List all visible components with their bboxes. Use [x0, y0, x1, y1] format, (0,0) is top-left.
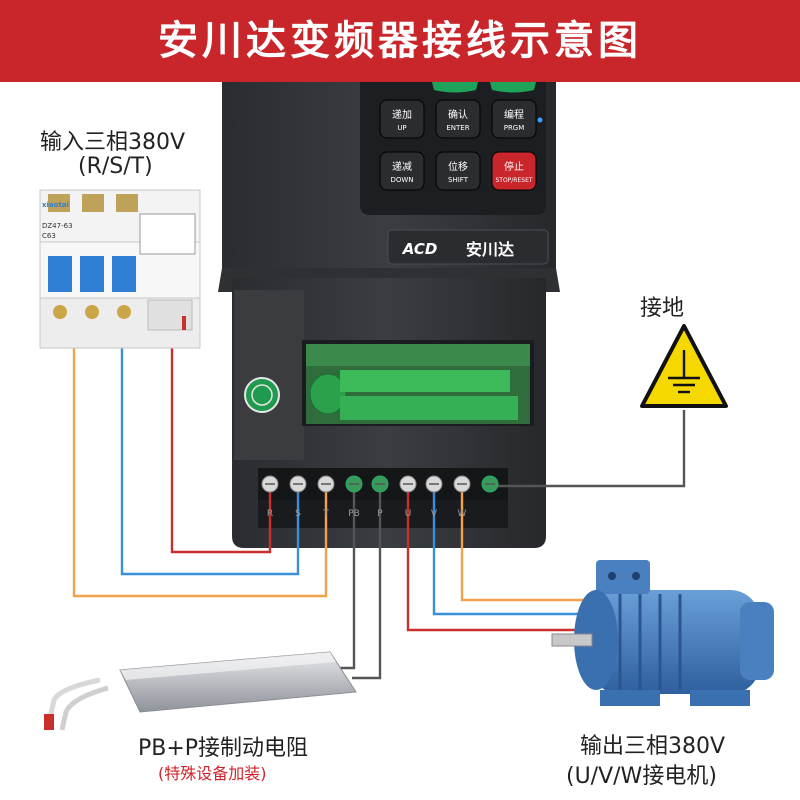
header-bar [0, 0, 800, 82]
key-label: 位移 [448, 160, 468, 173]
wire-pb [340, 486, 356, 670]
motor-foot-1 [600, 690, 660, 706]
breaker-red-tab [182, 316, 186, 330]
motor-terminal-box [596, 560, 650, 594]
key-sub: UP [397, 124, 406, 132]
wire-t [72, 346, 328, 598]
wire-s [120, 318, 300, 576]
output-power-label: 输出三相380V [580, 734, 726, 759]
power-terminals [261, 475, 499, 493]
brand-plate [387, 229, 549, 265]
key-label: 编程 [504, 108, 524, 121]
certification-badge-inner [251, 384, 273, 406]
power-terminal-base [258, 500, 508, 528]
breaker-brand: xiaotai [42, 201, 69, 209]
wire-u [406, 486, 594, 632]
resistor-highlight [120, 652, 336, 680]
display-led-right [490, 82, 536, 93]
key-sub: ENTER [446, 124, 469, 132]
wire-w [460, 486, 594, 602]
terminal-mark: PB [348, 509, 360, 519]
motor-box-bolt-2 [632, 572, 640, 580]
key-stop-reset[interactable] [491, 151, 537, 191]
key-shift[interactable] [435, 151, 481, 191]
motor-foot-2 [690, 690, 750, 706]
terminal-mark: P [377, 509, 383, 519]
keypad-labels: 递加 UP 确认 ENTER 编程 PRGM 递减 DOWN 位移 SHIFT … [390, 108, 532, 184]
motor-shaft [551, 633, 593, 647]
breaker-model: DZ47-63 [42, 222, 73, 230]
breaker-screw-2 [82, 194, 104, 212]
key-label: 停止 [504, 160, 524, 173]
ground-symbol-icon [668, 350, 700, 394]
keypad-keys [379, 99, 543, 191]
control-board-top [306, 344, 530, 366]
ground-label: 接地 [640, 296, 685, 321]
breaker-switch-3[interactable] [112, 256, 136, 292]
capacitor [309, 373, 347, 415]
key-label: 递减 [392, 160, 412, 173]
wire-p [352, 486, 382, 680]
breaker-rating: C63 [42, 232, 56, 240]
breaker-switch-1[interactable] [48, 256, 72, 292]
key-up[interactable] [379, 99, 425, 139]
certification-badge [244, 377, 280, 413]
circuit-breaker [39, 189, 201, 349]
resistor-lead-2 [59, 685, 109, 731]
key-sub: PRGM [504, 124, 525, 132]
brake-resistor-note: (特殊设备加装) [158, 764, 267, 783]
breaker-switch-2[interactable] [80, 256, 104, 292]
terminal-mark: R [267, 509, 273, 519]
brake-resistor-label: PB+P接制动电阻 [138, 736, 309, 761]
key-sub: SHIFT [448, 176, 469, 184]
braking-resistor [44, 651, 357, 731]
signal-terminal-row-top [340, 370, 510, 392]
motor-box-bolt-1 [608, 572, 616, 580]
breaker-terminal-2 [85, 305, 99, 319]
resistor-lead-tip [44, 714, 54, 730]
key-label: 递加 [392, 108, 412, 121]
key-prgm[interactable] [491, 99, 537, 139]
key-enter[interactable] [435, 99, 481, 139]
output-terminals-label: (U/V/W接电机) [566, 764, 717, 789]
key-sub: STOP/RESET [495, 177, 532, 184]
terminal-mark: S [295, 509, 301, 519]
motor [551, 560, 774, 706]
wire-ground [490, 410, 686, 488]
input-power-label: 输入三相380V [40, 130, 186, 155]
breaker-terminal-1 [53, 305, 67, 319]
breaker-screw-1 [48, 194, 70, 212]
brand-logo: ACD [402, 240, 438, 258]
input-terminals-label: (R/S/T) [78, 154, 153, 179]
key-down[interactable] [379, 151, 425, 191]
resistor-lead-1 [47, 677, 101, 719]
wires [72, 318, 686, 680]
motor-body [590, 590, 760, 694]
signal-terminal-row-bottom [340, 396, 518, 420]
terminal-mark: W [458, 509, 467, 519]
ground-warning-icon [640, 324, 728, 408]
motor-front-cover [574, 590, 618, 690]
display-led-left [432, 82, 478, 93]
brand-name: 安川达 [466, 240, 514, 259]
key-label: 确认 [448, 108, 468, 121]
terminal-marks: R S T PB P U V W [267, 509, 467, 519]
inverter-side-panel [234, 290, 304, 460]
breaker-label-plate [139, 213, 196, 255]
breaker-terminal-3 [117, 305, 131, 319]
breaker-screw-3 [116, 194, 138, 212]
page-title: 安川达变频器接线示意图 [158, 18, 642, 64]
terminal-mark: V [431, 509, 438, 519]
terminal-mark: U [405, 509, 412, 519]
motor-fan-cover [740, 602, 774, 680]
key-sub: DOWN [390, 176, 413, 184]
terminal-mark: T [322, 509, 329, 519]
status-led [537, 117, 543, 123]
wire-v [432, 486, 594, 616]
